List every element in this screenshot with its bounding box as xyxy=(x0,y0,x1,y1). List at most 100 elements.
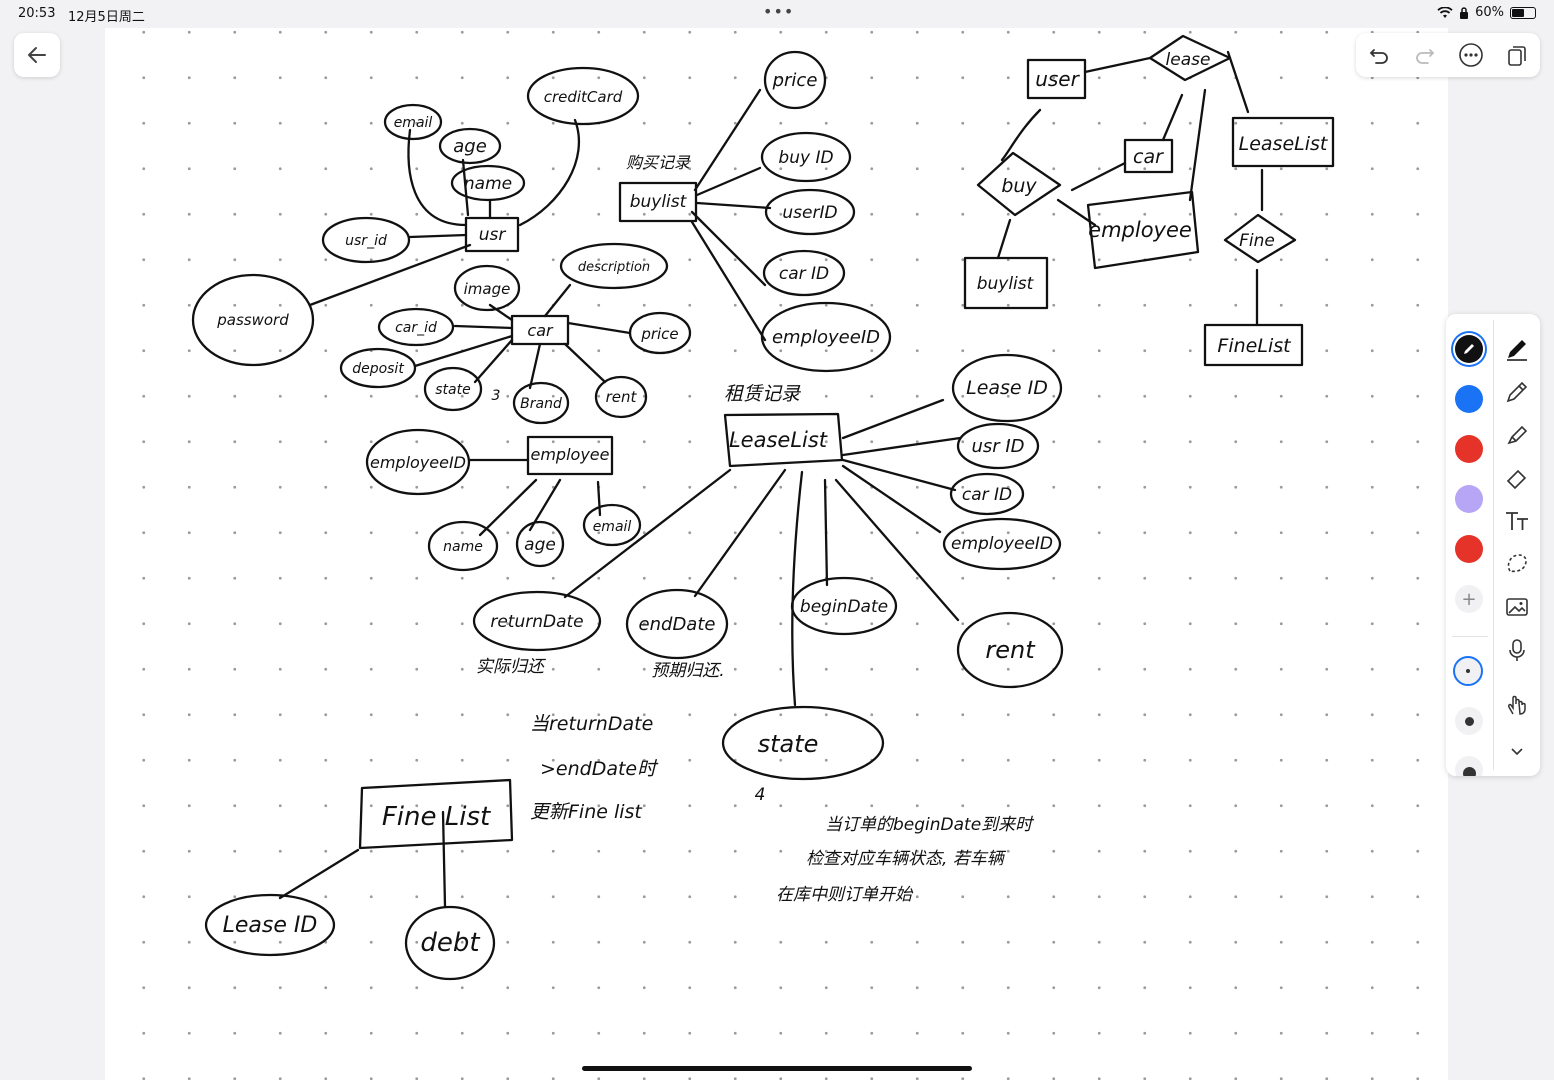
entity-usr xyxy=(464,216,520,253)
svg-text:email: email xyxy=(593,519,632,535)
lasso-tool[interactable] xyxy=(1502,549,1532,579)
svg-text:4: 4 xyxy=(755,785,766,805)
svg-text:employeeID: employeeID xyxy=(772,327,880,348)
color-lavender[interactable] xyxy=(1455,485,1483,513)
svg-text:employeeID: employeeID xyxy=(370,453,466,472)
svg-text:预期归还.: 预期归还. xyxy=(651,661,724,681)
svg-text:buy: buy xyxy=(1001,175,1037,197)
svg-text:car: car xyxy=(527,321,554,340)
svg-text:buy ID: buy ID xyxy=(778,148,833,168)
collapse-panel-button[interactable] xyxy=(1502,736,1532,766)
svg-text:age: age xyxy=(524,535,556,555)
text-icon xyxy=(1506,512,1528,530)
svg-text:Fine List: Fine List xyxy=(382,802,491,832)
svg-text:employee: employee xyxy=(531,445,610,464)
connector-lines xyxy=(278,50,1264,908)
microphone-tool[interactable] xyxy=(1502,635,1532,665)
svg-text:usr: usr xyxy=(479,225,507,245)
pen-tool[interactable] xyxy=(1502,334,1532,364)
fountain-pen-tool[interactable] xyxy=(1502,377,1532,407)
svg-text:实际归还: 实际归还 xyxy=(476,657,547,677)
image-icon xyxy=(1506,598,1528,616)
home-indicator[interactable] xyxy=(582,1066,972,1071)
relation-diamonds xyxy=(976,34,1297,264)
entity-finelist xyxy=(358,778,514,850)
note-canvas[interactable]: email age name creditCard usr_id passwor… xyxy=(105,28,1448,1080)
stroke-size-medium[interactable] xyxy=(1455,707,1483,735)
svg-text:Lease ID: Lease ID xyxy=(223,913,318,938)
top-toolbar xyxy=(1356,33,1540,77)
status-bar: 20:53 12月5日周二 ••• 60% xyxy=(0,0,1554,28)
svg-text:购买记录: 购买记录 xyxy=(626,153,691,172)
svg-text:endDate: endDate xyxy=(639,614,716,635)
text-tool[interactable] xyxy=(1502,506,1532,536)
wifi-icon xyxy=(1437,6,1453,18)
multitask-dots-icon[interactable]: ••• xyxy=(763,2,795,21)
redo-button[interactable] xyxy=(1408,38,1442,72)
entity-car-right xyxy=(1123,138,1174,174)
color-red-2[interactable] xyxy=(1455,535,1483,563)
svg-text:lease: lease xyxy=(1166,50,1211,70)
svg-text:Brand: Brand xyxy=(520,396,562,412)
pencil-icon xyxy=(1464,344,1474,354)
pages-button[interactable] xyxy=(1500,38,1534,72)
clock: 20:53 xyxy=(18,6,56,21)
svg-text:>endDate时: >endDate时 xyxy=(540,758,659,780)
entity-buylist xyxy=(618,181,698,223)
lock-icon xyxy=(1460,6,1469,19)
svg-text:description: description xyxy=(578,260,650,275)
diamond-lease xyxy=(1148,34,1232,82)
battery-icon xyxy=(1510,6,1536,19)
svg-text:name: name xyxy=(443,539,483,555)
svg-text:usr_id: usr_id xyxy=(345,233,387,249)
svg-text:rent: rent xyxy=(985,636,1036,664)
svg-text:Lease ID: Lease ID xyxy=(966,377,1048,399)
svg-text:car: car xyxy=(1133,146,1164,168)
entity-buylist-right xyxy=(963,256,1049,310)
svg-text:租赁记录: 租赁记录 xyxy=(724,383,802,405)
diamond-buy xyxy=(976,151,1062,217)
svg-text:email: email xyxy=(394,115,433,131)
svg-text:更新Fine list: 更新Fine list xyxy=(530,801,643,823)
svg-text:buylist: buylist xyxy=(977,274,1035,294)
svg-text:Fine: Fine xyxy=(1239,231,1275,251)
entity-car xyxy=(510,314,570,346)
entity-leaselist xyxy=(723,412,844,468)
add-color-button[interactable]: + xyxy=(1455,585,1483,613)
color-red[interactable] xyxy=(1455,435,1483,463)
hand-pointer-icon xyxy=(1508,695,1526,715)
svg-text:LeaseList: LeaseList xyxy=(1239,133,1329,155)
color-black-selected[interactable] xyxy=(1455,335,1483,363)
arrow-left-icon xyxy=(28,47,46,63)
lasso-icon xyxy=(1507,554,1527,573)
chevron-down-icon xyxy=(1511,748,1523,756)
hand-tool[interactable] xyxy=(1502,690,1532,720)
image-tool[interactable] xyxy=(1502,592,1532,622)
color-blue[interactable] xyxy=(1455,385,1483,413)
svg-text:rent: rent xyxy=(606,388,638,406)
stroke-size-small[interactable] xyxy=(1453,656,1483,686)
highlighter-tool[interactable] xyxy=(1502,420,1532,450)
svg-text:当returnDate: 当returnDate xyxy=(530,713,653,735)
diamond-fine xyxy=(1223,213,1297,264)
pages-icon xyxy=(1508,46,1526,66)
more-button[interactable] xyxy=(1454,38,1488,72)
entity-user-right xyxy=(1026,58,1087,100)
svg-text:car ID: car ID xyxy=(962,485,1012,505)
eraser-tool[interactable] xyxy=(1502,463,1532,493)
stroke-size-large[interactable] xyxy=(1455,756,1483,776)
svg-text:image: image xyxy=(464,280,511,298)
date: 12月5日周二 xyxy=(68,10,145,25)
svg-text:state: state xyxy=(435,382,470,398)
microphone-icon xyxy=(1509,639,1525,661)
back-button[interactable] xyxy=(14,33,60,77)
svg-text:LeaseList: LeaseList xyxy=(729,428,828,452)
svg-text:在库中则订单开始: 在库中则订单开始 xyxy=(776,885,914,905)
svg-text:returnDate: returnDate xyxy=(490,612,583,632)
undo-button[interactable] xyxy=(1362,38,1396,72)
svg-text:deposit: deposit xyxy=(352,361,404,377)
svg-text:age: age xyxy=(453,136,487,157)
entity-leaselist-right xyxy=(1231,116,1335,168)
svg-text:password: password xyxy=(216,311,289,329)
redo-icon xyxy=(1416,49,1435,64)
